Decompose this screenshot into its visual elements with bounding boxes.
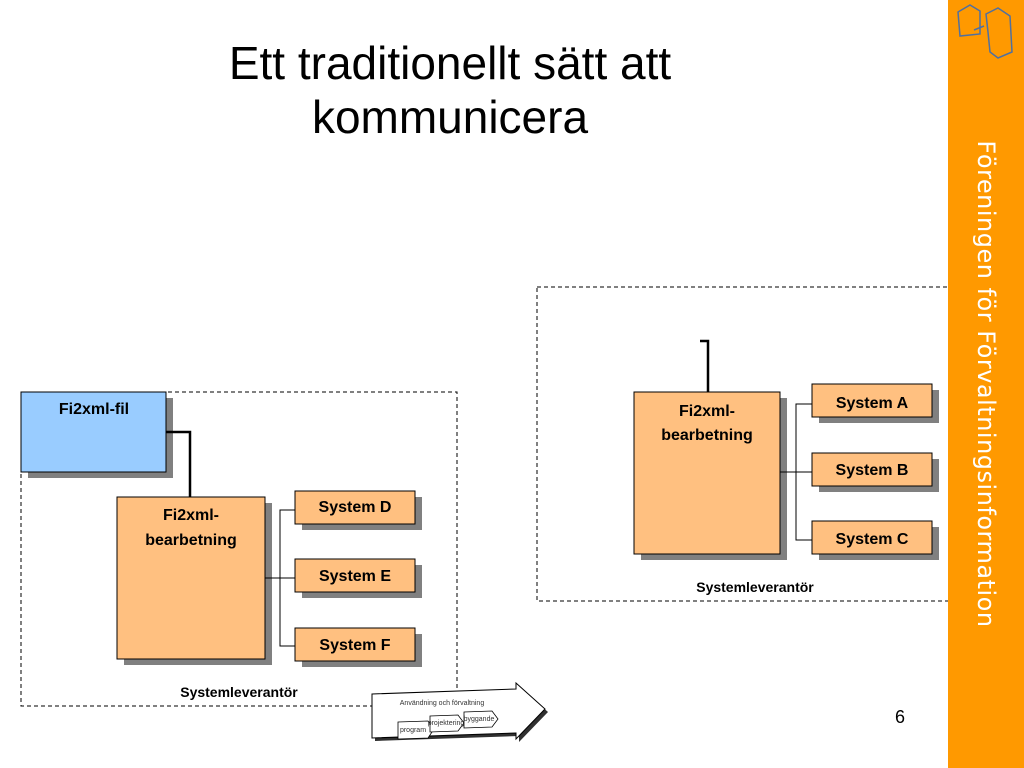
- right-incoming-connector: [700, 339, 710, 392]
- right-processor-label-2: bearbetning: [661, 427, 753, 444]
- title-line-2: kommunicera: [311, 91, 589, 143]
- system-d-box: [294, 490, 416, 525]
- logo-icon: [957, 4, 1013, 59]
- system-f-label: System F: [319, 637, 390, 654]
- system-c-label: System C: [836, 531, 909, 548]
- right-systems-bracket: [780, 403, 812, 541]
- file-to-processor-connector: [166, 430, 192, 497]
- sidebar-band: [948, 0, 1024, 768]
- right-processor-box: [633, 391, 781, 555]
- system-e-box: [294, 558, 416, 593]
- process-step-byggande-label: byggande: [464, 716, 495, 723]
- page-number: 6: [894, 707, 905, 727]
- left-processor-label-1: Fi2xml-: [163, 507, 219, 524]
- left-group-boundary: [20, 391, 458, 707]
- process-step-projektering-label: projektering: [428, 720, 465, 727]
- process-step-program: [397, 720, 435, 740]
- left-systems-bracket: [265, 509, 296, 647]
- system-a-box: [811, 383, 933, 418]
- system-f-box: [294, 627, 416, 662]
- system-b-box: [811, 452, 933, 487]
- right-processor-label-1: Fi2xml-: [679, 403, 735, 420]
- left-processor-label-2: bearbetning: [145, 532, 237, 549]
- process-step-byggande: [463, 710, 499, 729]
- process-step-program-label: program: [400, 727, 426, 734]
- right-group-label: Systemleverantör: [696, 579, 814, 595]
- process-arrow-label: Användning och förvaltning: [400, 700, 485, 707]
- system-d-label: System D: [319, 499, 392, 516]
- right-group-boundary: [536, 286, 948, 602]
- left-group-label: Systemleverantör: [180, 684, 298, 700]
- system-c-box: [811, 520, 933, 555]
- title-line-1: Ett traditionellt sätt att: [228, 37, 672, 89]
- system-a-label: System A: [836, 395, 909, 412]
- process-arrow: Användning och förvaltning program proje…: [371, 681, 548, 742]
- slide-title: Ett traditionellt sätt att kommunicera: [120, 36, 780, 144]
- system-b-label: System B: [836, 462, 909, 479]
- file-box: [20, 391, 167, 473]
- system-e-label: System E: [319, 568, 391, 585]
- file-box-label: Fi2xml-fil: [59, 401, 129, 418]
- organization-name: Föreningen för Förvaltningsinformation: [972, 140, 1000, 628]
- communication-diagram: Fi2xml-fil Fi2xml- bearbetning System D …: [20, 286, 948, 742]
- process-step-projektering: [429, 714, 465, 733]
